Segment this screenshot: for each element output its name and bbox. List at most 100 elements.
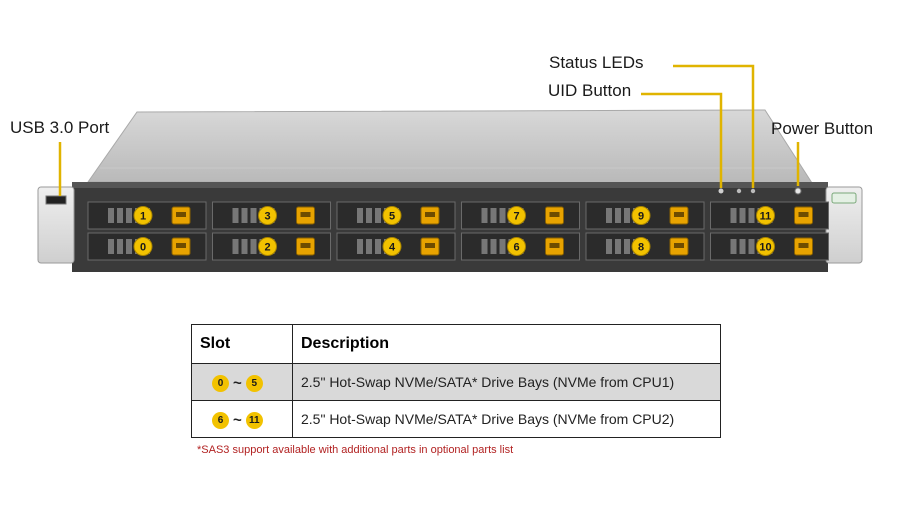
drive-bay[interactable]: 7 bbox=[461, 201, 580, 230]
drive-bay-vent bbox=[739, 239, 746, 254]
drive-bay-vent bbox=[126, 239, 132, 254]
drive-bay[interactable]: 5 bbox=[336, 201, 456, 230]
drive-bay-vent bbox=[241, 208, 248, 223]
drive-bay[interactable]: 10 bbox=[710, 232, 829, 261]
bay-number-label: 5 bbox=[389, 211, 395, 223]
drive-bay-vent bbox=[739, 208, 746, 223]
drive-bay-vent bbox=[748, 208, 755, 223]
drive-bay-vent bbox=[232, 208, 239, 223]
drive-bay[interactable]: 2 bbox=[212, 232, 331, 261]
bay-number-badge bbox=[507, 206, 526, 225]
slot-badge: 6 bbox=[212, 411, 229, 429]
drive-bay-vent bbox=[108, 208, 114, 223]
bay-number-badge bbox=[631, 206, 651, 225]
drive-bay[interactable]: 11 bbox=[710, 201, 829, 230]
drive-bay-vent bbox=[730, 208, 737, 223]
bay-number-badge bbox=[133, 206, 153, 225]
bay-number-badge bbox=[756, 206, 775, 225]
drive-bay[interactable]: 0 bbox=[87, 232, 207, 261]
slot-badge: 11 bbox=[245, 411, 263, 429]
drive-bay-vent bbox=[615, 239, 621, 254]
drive-bay-vent bbox=[232, 239, 239, 254]
drive-latch-slot bbox=[425, 212, 435, 217]
drive-bay-vent bbox=[490, 239, 497, 254]
drive-bay-vent bbox=[250, 239, 257, 254]
drive-latch-slot bbox=[549, 243, 560, 248]
drive-latch-slot bbox=[300, 243, 311, 248]
power-button-icon bbox=[794, 187, 802, 195]
uid-button-label: UID Button bbox=[548, 81, 632, 100]
usb-port-icon bbox=[45, 195, 67, 205]
description-cell: 2.5" Hot-Swap NVMe/SATA* Drive Bays (NVM… bbox=[292, 363, 721, 401]
bay-number-badge bbox=[133, 237, 153, 256]
drive-bay-vent bbox=[357, 208, 363, 223]
bay-number-badge bbox=[258, 206, 277, 225]
drive-bay-vent bbox=[241, 239, 248, 254]
table-row: 6 ~ 11 2.5" Hot-Swap NVMe/SATA* Drive Ba… bbox=[191, 400, 721, 438]
left-rack-ear bbox=[37, 186, 75, 264]
drive-bay[interactable]: 9 bbox=[585, 201, 705, 230]
status-leds-leader-line bbox=[673, 64, 755, 188]
drive-bay-vent bbox=[490, 208, 497, 223]
slot-badge: 5 bbox=[245, 374, 263, 392]
bay-number-label: 1 bbox=[140, 211, 146, 223]
drive-latch-slot bbox=[549, 212, 560, 217]
bay-number-label: 11 bbox=[760, 211, 772, 223]
slot-badge: 0 bbox=[212, 374, 229, 392]
drive-bay-vent bbox=[250, 208, 257, 223]
drive-bay-vent bbox=[366, 208, 372, 223]
bay-number-label: 2 bbox=[264, 242, 270, 254]
uid-button-icon bbox=[718, 188, 724, 194]
drive-latch-slot bbox=[674, 243, 684, 248]
drive-bay-vent bbox=[748, 239, 755, 254]
drive-latch-slot bbox=[425, 243, 435, 248]
bay-number-badge bbox=[756, 237, 775, 256]
drive-latch-slot bbox=[798, 212, 809, 217]
drive-bay[interactable]: 6 bbox=[461, 232, 580, 261]
range-tilde: ~ bbox=[233, 411, 242, 429]
usb-port-label: USB 3.0 Port bbox=[10, 118, 110, 137]
slot-range-cell: 0 ~ 5 bbox=[191, 363, 293, 401]
drive-bay[interactable]: 8 bbox=[585, 232, 705, 261]
drive-bay-vent bbox=[357, 239, 363, 254]
bay-number-label: 10 bbox=[759, 242, 771, 254]
bay-number-badge bbox=[507, 237, 526, 256]
status-led-icon bbox=[736, 188, 742, 194]
table-header-row: Slot Description bbox=[191, 324, 721, 364]
table-row: 0 ~ 5 2.5" Hot-Swap NVMe/SATA* Drive Bay… bbox=[191, 363, 721, 401]
chassis-lid bbox=[87, 109, 813, 184]
bay-number-label: 6 bbox=[513, 242, 519, 254]
range-tilde: ~ bbox=[233, 374, 242, 392]
drive-bay-vent bbox=[117, 208, 123, 223]
drive-bay[interactable]: 3 bbox=[212, 201, 331, 230]
drive-latch-slot bbox=[674, 212, 684, 217]
drive-bay-vent bbox=[375, 239, 381, 254]
drive-bay-vent bbox=[481, 208, 488, 223]
slot-header: Slot bbox=[191, 324, 293, 364]
power-button-label: Power Button bbox=[771, 119, 874, 138]
drive-bay-vent bbox=[366, 239, 372, 254]
drive-bay-vent bbox=[624, 208, 630, 223]
drive-bay-vent bbox=[499, 208, 506, 223]
drive-bay[interactable]: 4 bbox=[336, 232, 456, 261]
bay-number-label: 0 bbox=[140, 242, 146, 254]
drive-latch-slot bbox=[176, 243, 186, 248]
drive-bay[interactable]: 1 bbox=[87, 201, 207, 230]
drive-bay-vent bbox=[606, 239, 612, 254]
status-leds-label: Status LEDs bbox=[549, 53, 644, 72]
drive-bay-vent bbox=[117, 239, 123, 254]
drive-bay-vent bbox=[624, 239, 630, 254]
description-header: Description bbox=[292, 324, 721, 364]
drive-latch-slot bbox=[176, 212, 186, 217]
uid-leader-line bbox=[641, 92, 723, 188]
status-led-icon bbox=[750, 188, 756, 194]
drive-bay-vent bbox=[481, 239, 488, 254]
drive-bay-vent bbox=[499, 239, 506, 254]
drive-bay-vent bbox=[375, 208, 381, 223]
bay-number-badge bbox=[631, 237, 651, 256]
bay-number-badge bbox=[258, 237, 277, 256]
drive-latch-slot bbox=[798, 243, 809, 248]
drive-latch-slot bbox=[300, 212, 311, 217]
bay-number-label: 9 bbox=[638, 211, 644, 223]
bay-number-badge bbox=[382, 206, 402, 225]
